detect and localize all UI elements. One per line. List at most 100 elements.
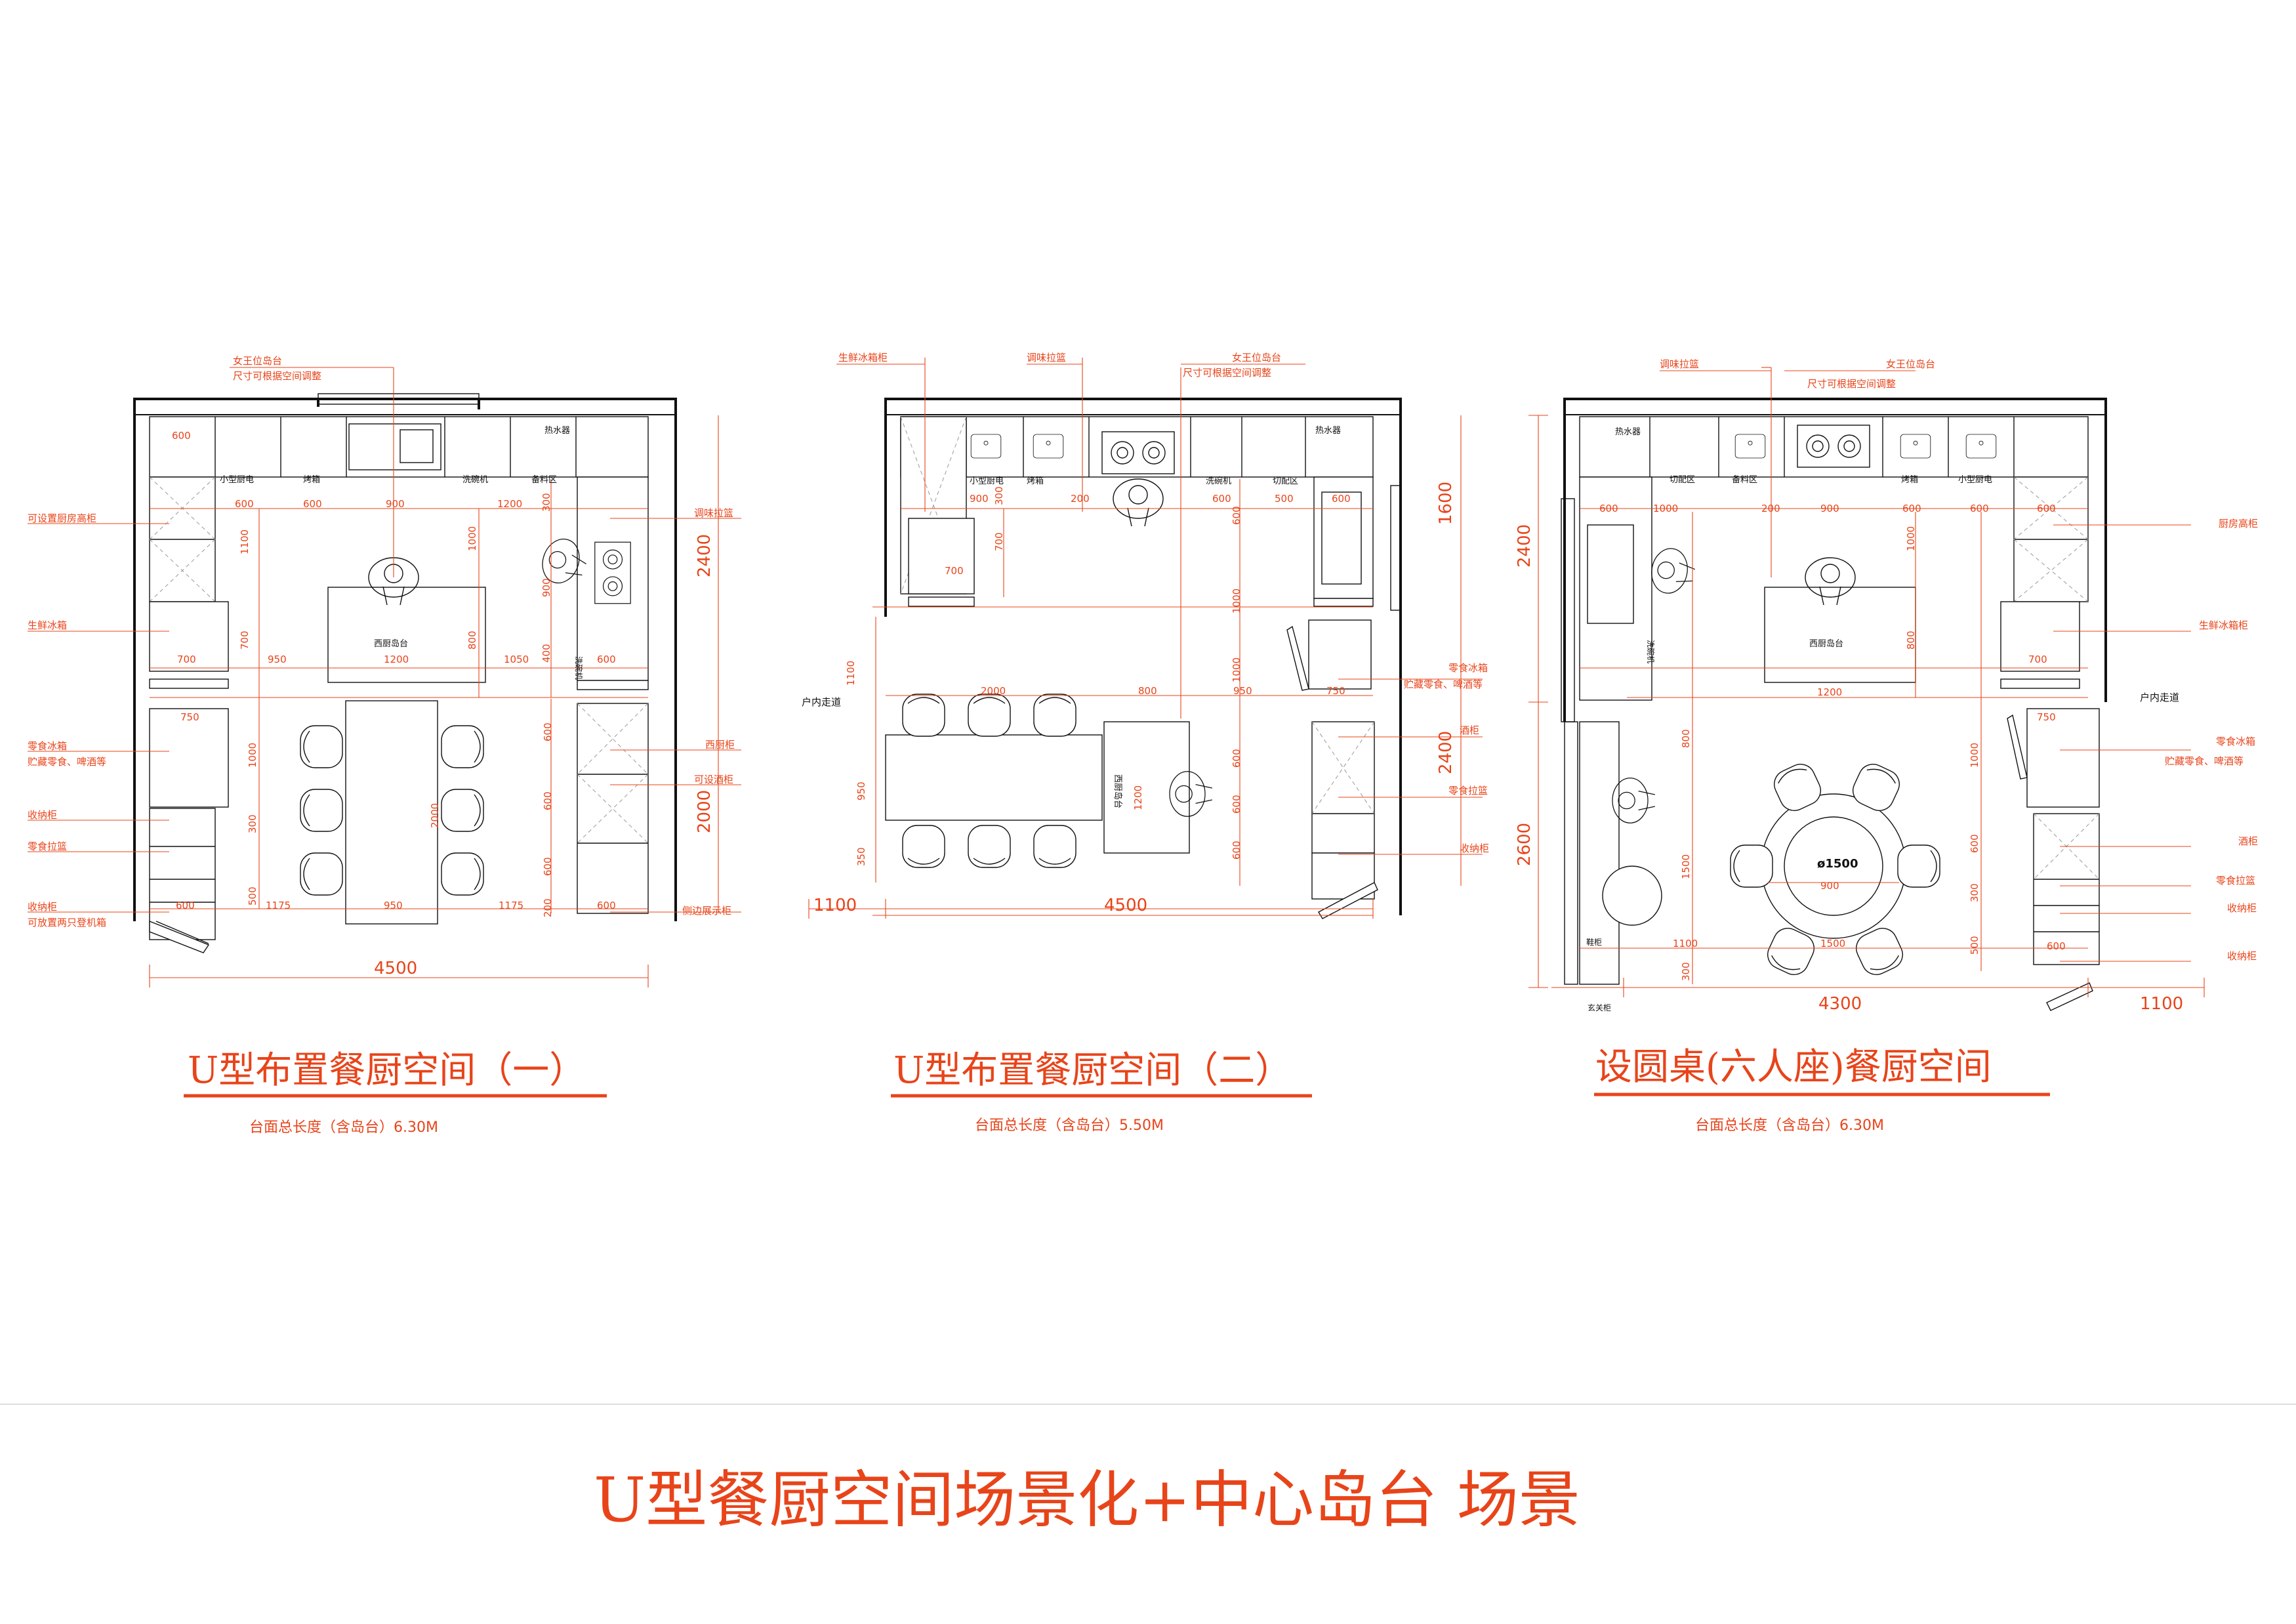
svg-text:600: 600 [1231,795,1242,814]
svg-text:600: 600 [542,791,554,810]
p2-subtitle: 台面总长度（含岛台）5.50M [975,1117,1164,1134]
svg-text:700: 700 [2028,654,2047,665]
p3-callout-wine: 酒柜 [2238,835,2258,847]
p3-title: 设圆桌(六人座)餐厨空间 [1595,1046,1992,1089]
svg-text:900: 900 [1820,503,1839,514]
p3-callout-corridor: 户内走道 [2140,692,2179,703]
p3-callout-fridge: 生鲜冰箱柜 [2199,619,2248,631]
svg-text:1200: 1200 [384,654,409,665]
svg-text:1000: 1000 [1653,503,1678,514]
svg-text:200: 200 [1761,503,1780,514]
p2-callout-size-note: 尺寸可根据空间调整 [1183,367,1271,379]
p1-callout-snack-fridge: 零食冰箱 [28,740,67,752]
svg-text:700: 700 [239,631,251,650]
p1-label-island: 西厨岛台 [374,638,408,649]
svg-text:600: 600 [1231,749,1242,768]
p2-width-dim: 4500 [1104,896,1147,915]
p2-callout-wine: 酒柜 [1460,724,1479,736]
svg-text:1100: 1100 [845,661,857,686]
svg-text:300: 300 [993,486,1005,505]
svg-text:700: 700 [993,532,1005,551]
p1-callout-wine: 可设酒柜 [694,774,733,785]
p1-callout-fridge: 生鲜冰箱 [28,619,67,631]
svg-text:600: 600 [542,857,554,876]
p1-height-dim-1: 2400 [695,534,714,577]
p1-width-dim: 4500 [374,959,417,978]
svg-text:1200: 1200 [497,498,522,510]
main-title: U型餐厨空间场景化+中心岛台 场景 [594,1465,1580,1536]
p2-label-appliance: 小型厨电 [970,476,1004,486]
svg-text:1050: 1050 [504,654,529,665]
p3-label-heater: 热水器 [1615,427,1641,437]
p1-callout-spice-basket: 调味拉篮 [694,507,733,519]
p1-label-appliance: 小型厨电 [220,475,254,485]
svg-text:2000: 2000 [981,685,1006,697]
p3-callout-snack-basket: 零食拉篮 [2216,875,2255,886]
p1-callout-west-cabinet: 西厨柜 [705,739,735,751]
p1-title: U型布置餐厨空间（一） [188,1049,586,1092]
svg-text:500: 500 [1969,936,1980,955]
svg-text:1500: 1500 [1680,854,1692,879]
p3-callout-snack-storage: 贮藏零食、啤酒等 [2165,755,2244,767]
p3-label-table-diameter: ø1500 [1817,857,1858,871]
svg-text:500: 500 [247,886,258,906]
p2-callout-snack-fridge: 零食冰箱 [1448,662,1488,674]
p1-callout-tall-cabinet: 可设置厨房高柜 [28,512,96,524]
svg-text:300: 300 [247,814,258,833]
svg-text:600: 600 [1332,493,1351,505]
p3-callout-queen-island: 女王位岛台 [1886,358,1935,370]
svg-text:900: 900 [541,578,552,597]
svg-text:750: 750 [1326,685,1345,697]
p2-callout-snack-basket: 零食拉篮 [1448,785,1488,797]
svg-text:1000: 1000 [1905,526,1917,551]
svg-text:600: 600 [1212,493,1231,505]
p1-callout-size-note: 尺寸可根据空间调整 [233,370,321,382]
svg-text:700: 700 [945,565,964,577]
p2-callout-spice: 调味拉篮 [1027,352,1066,364]
p1-callout-storage-1: 收纳柜 [28,809,57,821]
p2-callout-storage: 收纳柜 [1460,843,1489,854]
svg-text:1000: 1000 [466,526,478,551]
p3-label-island: 西厨岛台 [1809,638,1843,649]
svg-text:1000: 1000 [1969,743,1980,768]
p3-label-appliance: 小型厨电 [1958,475,1992,485]
p1-label-prep: 备料区 [531,474,557,485]
p3-label-dishwasher: 洗碗机 [1646,640,1656,663]
p3-callout-spice: 调味拉篮 [1660,358,1699,370]
p3-callout-storage-1: 收纳柜 [2227,902,2257,914]
svg-text:300: 300 [541,493,552,512]
svg-text:1000: 1000 [1231,589,1242,614]
svg-text:950: 950 [268,654,287,665]
svg-text:900: 900 [970,493,989,505]
p3-subtitle: 台面总长度（含岛台）6.30M [1695,1117,1884,1134]
p2-callout-corridor: 户内走道 [802,696,841,708]
p1-label-oven: 烤箱 [303,474,320,485]
p1-label-dishwasher: 洗碗机 [462,474,488,485]
svg-text:600: 600 [1970,503,1989,514]
svg-text:600: 600 [597,900,616,911]
svg-text:800: 800 [466,631,478,650]
svg-text:950: 950 [384,900,403,911]
p2-callout-fridge: 生鲜冰箱柜 [838,352,888,364]
svg-text:1175: 1175 [266,900,291,911]
svg-text:1175: 1175 [499,900,523,911]
svg-text:300: 300 [1680,962,1692,981]
svg-text:200: 200 [542,898,554,917]
p2-callout-snack-storage: 贮藏零食、啤酒等 [1404,678,1483,690]
p1-subtitle: 台面总长度（含岛台）6.30M [249,1119,438,1136]
p2-label-oven: 烤箱 [1027,476,1044,486]
svg-text:600: 600 [1969,834,1980,853]
svg-text:400: 400 [541,644,552,663]
p3-label-shoe-cabinet: 鞋柜 [1586,937,1602,947]
p2-height-dim-2: 2400 [1436,731,1456,774]
p1-label-heater: 热水器 [544,426,570,436]
p1-label-dishwasher-2: 洗碗机 [574,656,584,680]
p3-right-dim: 1100 [2140,994,2183,1014]
svg-text:950: 950 [1233,685,1252,697]
p1-callout-snack-storage: 贮藏零食、啤酒等 [28,756,106,768]
p3-label-entry-cabinet: 玄关柜 [1588,1003,1611,1012]
p2-left-dim: 1100 [813,896,857,915]
